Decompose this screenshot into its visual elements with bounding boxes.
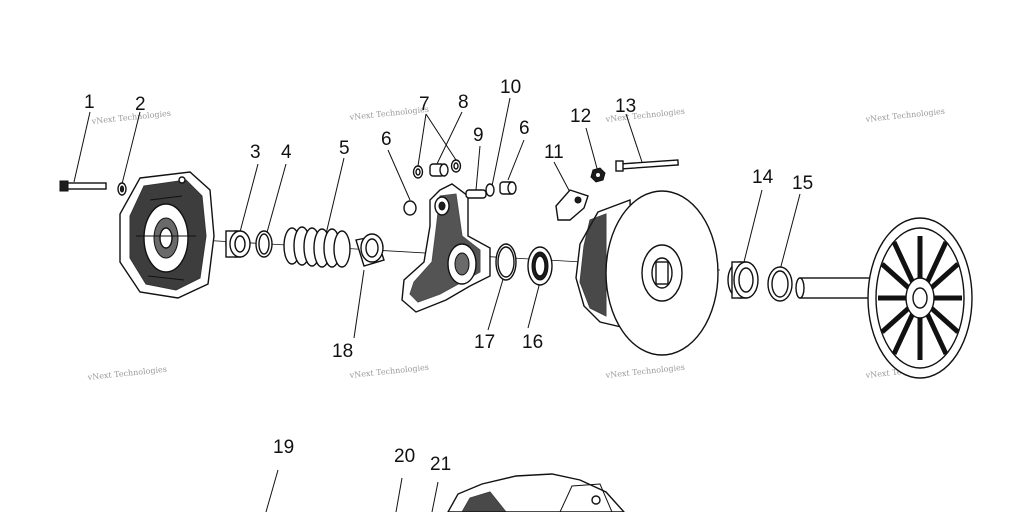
callout-19: 19	[273, 437, 294, 458]
callout-18: 18	[332, 341, 353, 362]
callout-15: 15	[792, 173, 813, 194]
movable-sheave	[575, 190, 719, 356]
callout-4: 4	[281, 142, 292, 163]
part-10-washer	[485, 183, 495, 197]
watermark: vNext Technologies	[90, 109, 171, 126]
part-3-bushing	[225, 230, 251, 258]
callout-10: 10	[500, 77, 521, 98]
part-6-roller-right	[499, 181, 517, 195]
callout-9: 9	[473, 125, 484, 146]
part-15-ring	[767, 266, 793, 302]
callout-16: 16	[522, 332, 543, 353]
callout-13: 13	[615, 96, 636, 117]
part-7-washer	[412, 165, 424, 179]
watermark: vNext Technologies	[604, 363, 685, 380]
part-11-flyweight	[555, 189, 589, 221]
fixed-sheave-with-shaft	[795, 217, 973, 379]
callout-6-right: 6	[519, 118, 530, 139]
part-17-o-ring	[495, 243, 517, 281]
callout-3: 3	[250, 142, 261, 163]
part-16-seal	[527, 246, 553, 286]
part-6-roller-left	[403, 200, 417, 216]
left-cover-housing	[119, 171, 215, 299]
callout-7: 7	[419, 94, 430, 115]
part-8-roller	[429, 159, 462, 177]
part-14-bushing	[727, 261, 759, 299]
watermark: vNext Technologies	[348, 363, 429, 380]
watermark: vNext Technologies	[348, 105, 429, 122]
callout-labels: 1 2 3 4 5 6 7 8 9 10 6 11 12 13 14 15 16…	[84, 77, 813, 475]
part-2-washer	[117, 182, 127, 196]
watermarks: vNext Technologies vNext Technologies vN…	[86, 105, 945, 382]
callout-17: 17	[474, 332, 495, 353]
part-18-sleeve	[355, 233, 385, 267]
callout-20: 20	[394, 446, 415, 467]
leader-lines	[73, 97, 801, 512]
part-9-pin	[465, 189, 487, 199]
callout-14: 14	[752, 167, 774, 188]
part-4-ring	[255, 230, 273, 258]
callout-8: 8	[458, 92, 469, 113]
center-spider-arm	[401, 183, 491, 313]
lower-assembly-partial	[447, 473, 625, 512]
callout-6-left: 6	[381, 129, 392, 150]
callout-5: 5	[339, 138, 350, 159]
part-13-bolt	[615, 159, 679, 172]
part-12-nut	[590, 167, 606, 183]
part-5-spring	[283, 226, 351, 268]
callout-12: 12	[570, 106, 591, 127]
watermark: vNext Technologies	[864, 107, 945, 124]
watermark: vNext Technologies	[86, 365, 167, 382]
part-1-bolt	[59, 180, 107, 192]
callout-2: 2	[135, 94, 146, 115]
callout-1: 1	[84, 92, 95, 113]
callout-21: 21	[430, 454, 451, 475]
callout-11: 11	[544, 142, 564, 163]
